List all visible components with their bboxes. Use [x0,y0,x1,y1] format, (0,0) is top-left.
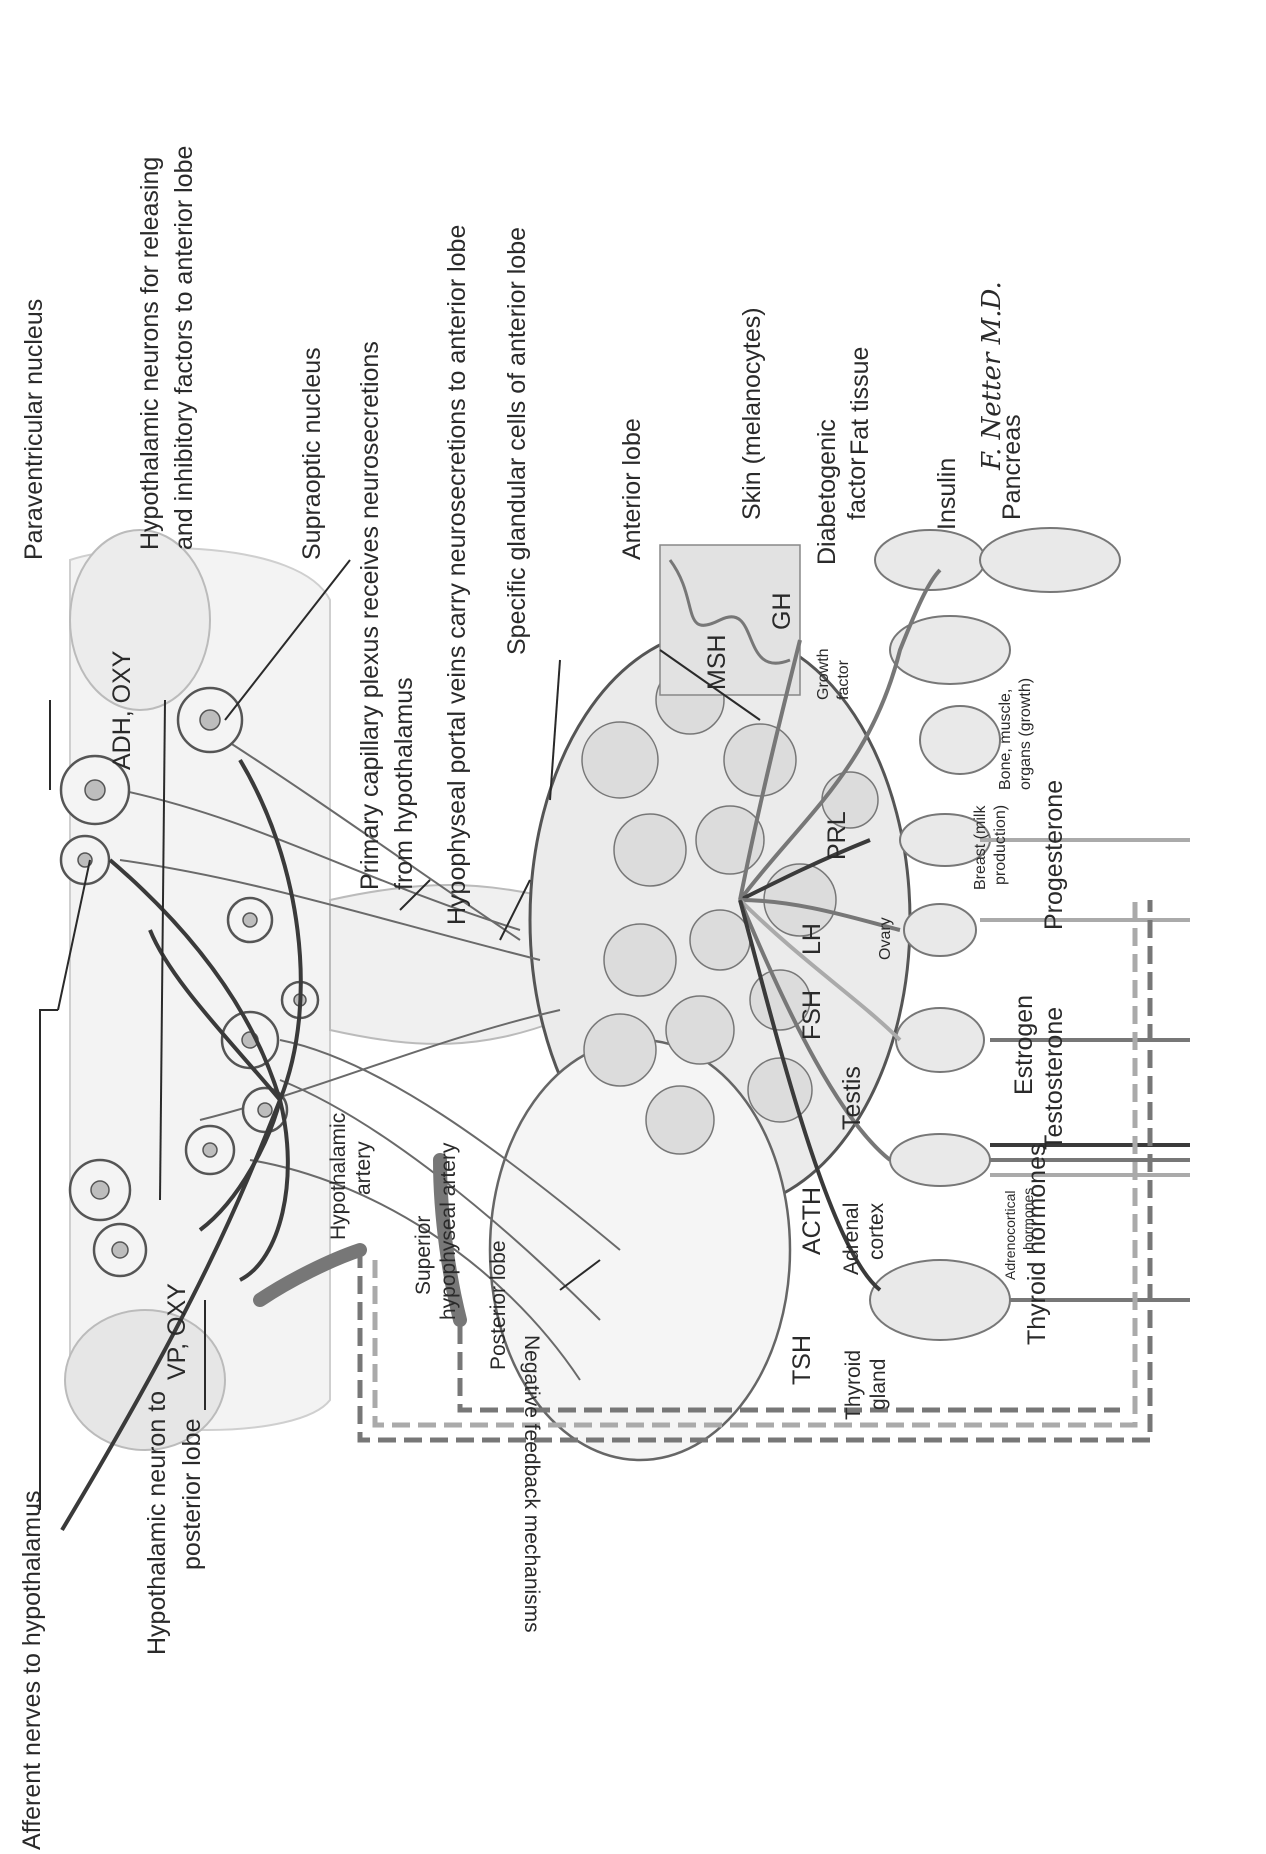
thyroid-illustration [870,1260,1010,1340]
label-hypothalamic-artery-2: artery [352,1141,375,1195]
label-lh: LH [798,923,826,955]
label-superior-artery-1: Superior [412,1216,435,1295]
label-insulin: Insulin [933,458,961,530]
ovary-illustration [904,904,976,956]
label-msh: MSH [703,634,731,690]
pancreas-illustration [980,528,1120,592]
label-neuron-to-posterior-2: posterior lobe [178,1419,206,1570]
label-supraoptic-nucleus: Supraoptic nucleus [298,347,326,560]
label-skin: Skin (melanocytes) [738,307,766,520]
testis-illustration [896,1008,984,1072]
label-growth-factor-2: factor [835,659,852,700]
label-neuron-to-posterior-1: Hypothalamic neuron to [143,1391,171,1655]
label-adh-oxy: ADH, OXY [108,650,136,770]
label-bone-muscle-2: organs (growth) [1017,678,1034,790]
label-estrogen: Estrogen [1010,995,1038,1095]
label-acth: ACTH [798,1187,826,1255]
label-adrenocortical-2: hormones [1020,1188,1036,1250]
label-breast-2: production) [992,805,1009,885]
label-diabetogenic-1: Diabetogenic [813,419,841,565]
adrenal-illustration [890,1134,990,1186]
label-capillary-plexus-2: from hypothalamus [390,677,418,890]
label-adrenocortical-1: Adrenocortical [1002,1191,1018,1281]
label-prl: PRL [823,811,851,860]
label-diabetogenic-2: factor [843,457,871,520]
label-growth-factor-1: Growth [815,648,832,700]
label-adrenal-cortex-1: Adrenal [840,1203,863,1275]
label-paraventricular-nucleus: Paraventricular nucleus [20,299,48,560]
label-glandular-cells: Specific glandular cells of anterior lob… [503,227,531,655]
label-thyroid-gland-1: Thyroid [842,1350,865,1420]
label-releasing-neurons-1: Hypothalamic neurons for releasing [136,157,164,550]
label-superior-artery-2: hypophyseal artery [437,1142,460,1320]
label-adrenal-cortex-2: cortex [865,1202,888,1260]
label-negative-feedback: Negative feedback mechanisms [520,1335,543,1633]
label-releasing-neurons-2: and inhibitory factors to anterior lobe [170,146,198,550]
label-posterior-lobe: Posterior lobe [487,1240,510,1370]
label-pancreas: Pancreas [998,414,1026,520]
label-anterior-lobe: Anterior lobe [618,418,646,560]
label-hypothalamic-artery-1: Hypothalamic [327,1113,350,1240]
label-gh: GH [768,593,796,631]
label-fat-tissue: Fat tissue [846,347,874,455]
label-vp-oxy: VP, OXY [163,1283,191,1380]
label-bone-muscle-1: Bone, muscle, [997,689,1014,790]
label-progesterone: Progesterone [1040,780,1068,930]
label-afferent-nerves: Afferent nerves to hypothalamus [18,1491,46,1850]
label-portal-veins: Hypophyseal portal veins carry neurosecr… [443,225,471,925]
label-testosterone: Testosterone [1040,1007,1068,1150]
bone-illustration [920,706,1000,774]
label-breast-1: Breast (milk [972,805,989,890]
label-tsh: TSH [788,1335,816,1385]
label-ovary: Ovary [877,917,894,960]
label-fsh: FSH [798,990,826,1040]
label-thyroid-gland-2: gland [867,1359,890,1410]
label-testis: Testis [838,1066,866,1130]
label-capillary-plexus-1: Primary capillary plexus receives neuros… [356,341,384,890]
